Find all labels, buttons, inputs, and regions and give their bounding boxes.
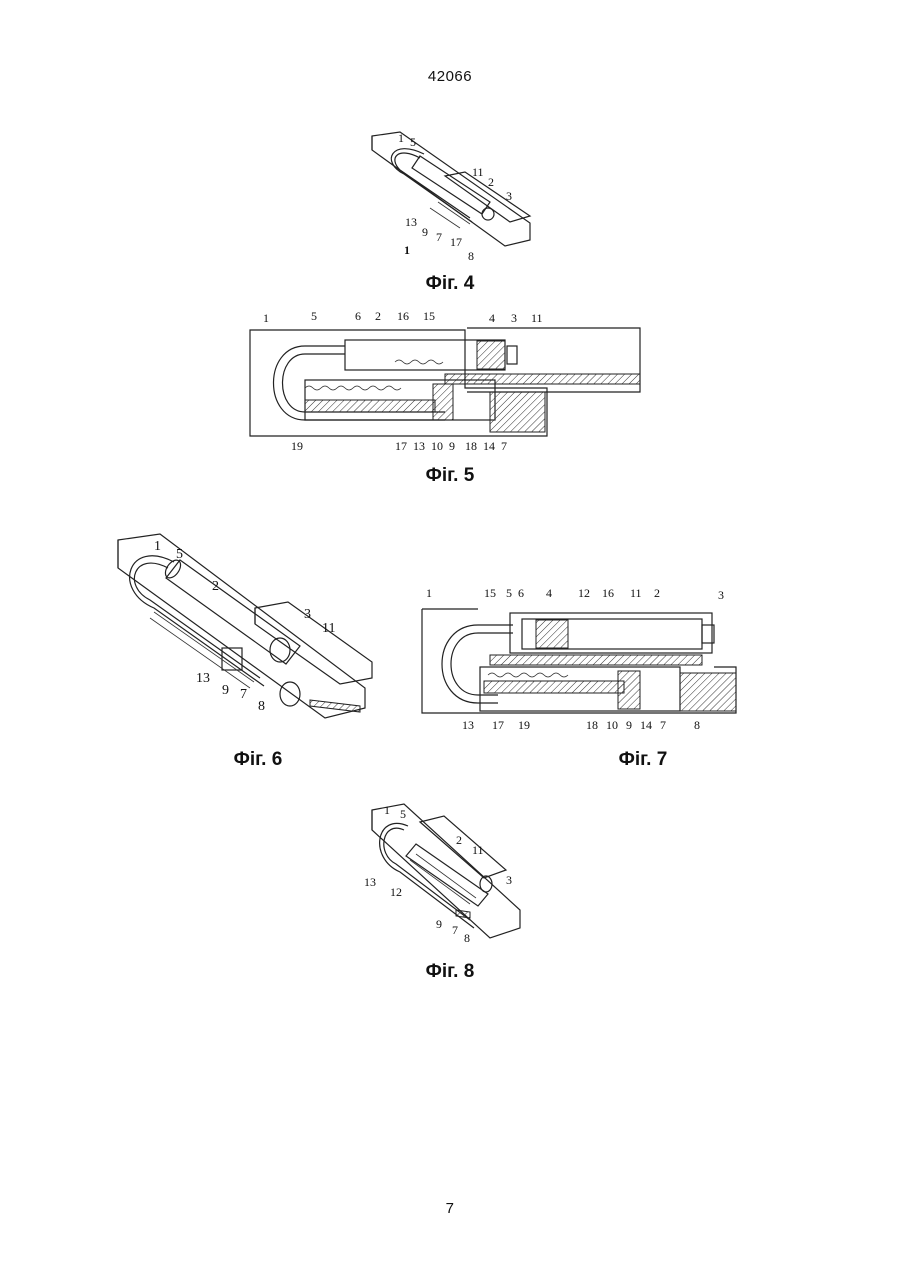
fig7-label: 19 bbox=[518, 718, 530, 732]
figure-8-labels: 1 5 2 11 13 12 3 9 7 8 bbox=[364, 803, 512, 945]
fig7-label: 15 bbox=[484, 586, 496, 600]
fig7-label: 8 bbox=[694, 718, 700, 732]
fig8-label: 3 bbox=[506, 873, 512, 887]
fig5-label: 9 bbox=[449, 439, 455, 453]
fig5-label: 2 bbox=[375, 309, 381, 323]
fig7-label: 2 bbox=[654, 586, 660, 600]
figure-8-caption: Фіг. 8 bbox=[380, 961, 520, 983]
fig7-label: 14 bbox=[640, 718, 652, 732]
fig6-label: 11 bbox=[322, 621, 335, 636]
figure-4-caption: Фіг. 4 bbox=[380, 273, 520, 295]
fig5-label: 13 bbox=[413, 439, 425, 453]
fig8-label: 13 bbox=[364, 875, 376, 889]
fig4-label: 7 bbox=[436, 230, 442, 244]
figure-6-drawing: 1 5 2 3 11 13 9 7 8 bbox=[110, 528, 380, 728]
fig8-label: 1 bbox=[384, 803, 390, 817]
figure-8-drawing: 1 5 2 11 13 12 3 9 7 8 bbox=[360, 800, 540, 950]
fig4-label: 5 bbox=[410, 135, 416, 149]
fig7-label: 10 bbox=[606, 718, 618, 732]
figure-7-caption: Фіг. 7 bbox=[573, 749, 713, 771]
fig7-label: 3 bbox=[718, 588, 724, 602]
fig7-label: 16 bbox=[602, 586, 614, 600]
fig6-label: 8 bbox=[258, 699, 265, 714]
fig5-label: 19 bbox=[291, 439, 303, 453]
fig4-label: 13 bbox=[405, 215, 417, 229]
fig4-label: 9 bbox=[422, 225, 428, 239]
fig5-label: 17 bbox=[395, 439, 407, 453]
figure-7-drawing: 1 15 5 6 4 12 16 11 2 3 13 17 19 18 10 9… bbox=[418, 585, 748, 737]
fig4-label: 1 bbox=[398, 131, 404, 145]
fig8-label: 7 bbox=[452, 923, 458, 937]
fig7-label: 6 bbox=[518, 586, 524, 600]
fig5-label: 3 bbox=[511, 311, 517, 325]
fig7-label: 11 bbox=[630, 586, 642, 600]
fig4-label: 11 bbox=[472, 165, 484, 179]
fig4-label: 1 bbox=[404, 243, 410, 257]
fig8-label: 11 bbox=[472, 843, 484, 857]
fig8-label: 9 bbox=[436, 917, 442, 931]
fig7-label: 7 bbox=[660, 718, 666, 732]
page-header-number: 42066 bbox=[0, 68, 900, 85]
fig6-label: 7 bbox=[240, 687, 247, 702]
fig6-label: 9 bbox=[222, 683, 229, 698]
fig5-label: 14 bbox=[483, 439, 495, 453]
fig5-label: 6 bbox=[355, 309, 361, 323]
fig5-label: 7 bbox=[501, 439, 507, 453]
fig7-label: 5 bbox=[506, 586, 512, 600]
fig5-label: 1 bbox=[263, 311, 269, 325]
figure-6-caption: Фіг. 6 bbox=[188, 749, 328, 771]
fig6-label: 2 bbox=[212, 579, 219, 594]
fig7-label: 9 bbox=[626, 718, 632, 732]
figure-4-drawing: 1 5 11 2 3 13 9 7 17 8 1 bbox=[360, 128, 540, 263]
fig7-label: 12 bbox=[578, 586, 590, 600]
fig5-label: 18 bbox=[465, 439, 477, 453]
fig4-label: 17 bbox=[450, 235, 462, 249]
figure-6-labels: 1 5 2 3 11 13 9 7 8 bbox=[154, 539, 335, 714]
figure-5-drawing: 1 5 6 2 16 15 4 3 11 19 17 13 10 9 18 14… bbox=[245, 308, 655, 458]
fig8-label: 12 bbox=[390, 885, 402, 899]
fig6-label: 1 bbox=[154, 539, 161, 554]
fig7-label: 13 bbox=[462, 718, 474, 732]
fig4-label: 8 bbox=[468, 249, 474, 263]
fig5-label: 11 bbox=[531, 311, 543, 325]
fig7-label: 18 bbox=[586, 718, 598, 732]
fig7-label: 4 bbox=[546, 586, 552, 600]
fig7-label: 1 bbox=[426, 586, 432, 600]
fig8-label: 8 bbox=[464, 931, 470, 945]
fig5-label: 16 bbox=[397, 309, 409, 323]
fig8-label: 5 bbox=[400, 807, 406, 821]
page-footer-number: 7 bbox=[0, 1200, 900, 1217]
fig7-label: 17 bbox=[492, 718, 504, 732]
fig4-label: 3 bbox=[506, 189, 512, 203]
fig6-label: 13 bbox=[196, 671, 210, 686]
fig5-label: 5 bbox=[311, 309, 317, 323]
fig6-label: 5 bbox=[176, 547, 183, 562]
fig5-label: 4 bbox=[489, 311, 495, 325]
fig6-label: 3 bbox=[304, 607, 311, 622]
fig5-label: 10 bbox=[431, 439, 443, 453]
fig5-label: 15 bbox=[423, 309, 435, 323]
figure-5-caption: Фіг. 5 bbox=[380, 465, 520, 487]
fig8-label: 2 bbox=[456, 833, 462, 847]
fig4-label: 2 bbox=[488, 175, 494, 189]
